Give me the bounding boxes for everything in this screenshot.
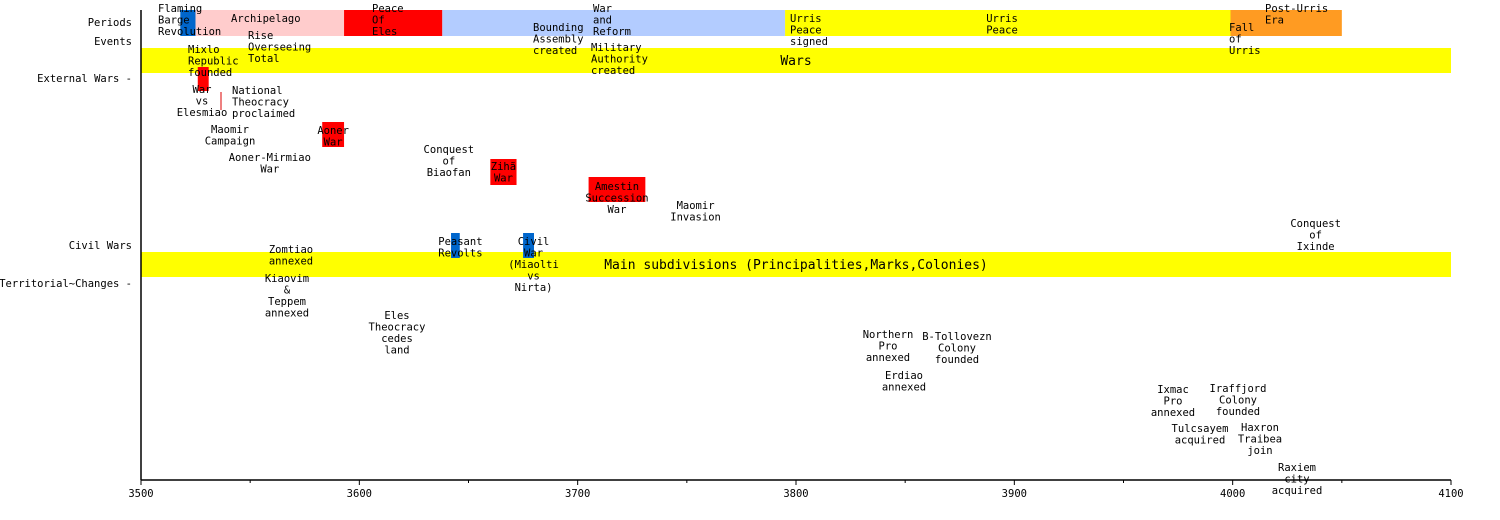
band-bar: [141, 48, 1451, 73]
x-tick-label: 3900: [1002, 488, 1027, 500]
x-tick-label: 4100: [1438, 488, 1463, 500]
period-bar: [442, 10, 786, 36]
war-bar: [490, 159, 517, 185]
row-label: Territorial~Changes -: [0, 278, 132, 290]
period-bar: [180, 10, 196, 36]
x-tick-label: 4000: [1220, 488, 1245, 500]
band-label: Wars: [780, 54, 811, 69]
civil-war-bar: [523, 233, 534, 258]
period-label: Archipelago: [231, 13, 301, 25]
war-bar: [197, 67, 209, 91]
period-bar: [195, 10, 345, 36]
war-bar: [588, 177, 646, 202]
period-bar: [1230, 10, 1342, 36]
x-tick-label: 3700: [565, 488, 590, 500]
row-label: Civil Wars: [69, 240, 132, 252]
x-tick-label: 3600: [347, 488, 372, 500]
row-label: Events: [94, 36, 132, 48]
period-bar: [785, 10, 1231, 36]
x-tick-label: 3500: [128, 488, 153, 500]
war-bar: [322, 122, 345, 147]
civil-war-bar: [451, 233, 460, 258]
period-bar: [344, 10, 443, 36]
band-label: Main subdivisions (Principalities,Marks,…: [604, 258, 988, 273]
band-bar: [141, 252, 1451, 277]
row-label: External Wars -: [37, 73, 132, 85]
row-label: Periods: [88, 17, 132, 29]
x-tick-label: 3800: [783, 488, 808, 500]
